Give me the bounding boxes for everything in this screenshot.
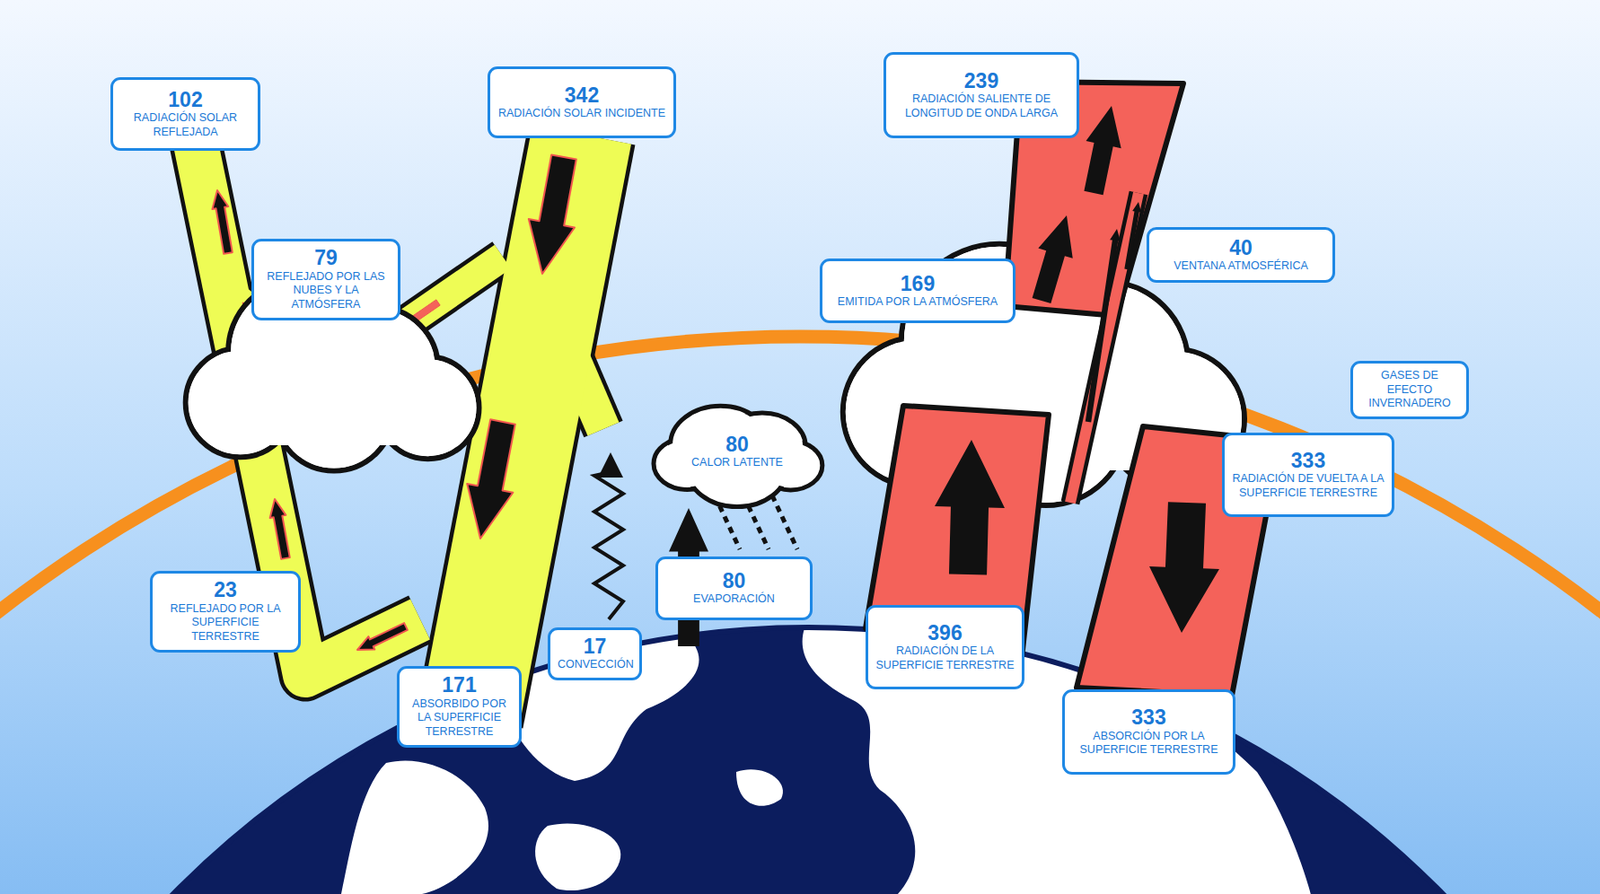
flow-arrow [934,439,1005,576]
flux-value: 80 [660,433,814,457]
incoming-solar-box: 342RADIACIÓN SOLAR INCIDENTE [487,66,677,139]
flux-label: ABSORCIÓN POR LA SUPERFICIE TERRESTRE [1072,729,1226,758]
longwave-bands [865,81,1281,696]
flux-value: 80 [665,570,803,593]
back-radiation-box: 333RADIACIÓN DE VUELTA A LA SUPERFICIE T… [1221,432,1395,518]
latent-heat-cloud: 80CALOR LATENTE [653,412,821,499]
flow-arrow [1085,228,1121,422]
evaporation-box: 80EVAPORACIÓN [655,556,813,621]
flux-label: RADIACIÓN SOLAR INCIDENTE [497,106,667,122]
flow-arrow [1032,215,1073,304]
flux-label: EMITIDA POR LA ATMÓSFERA [829,295,1006,310]
flow-arrow [357,623,408,651]
flow-arrow [466,419,516,539]
atmosphere-arc [0,336,1600,894]
flux-label: CALOR LATENTE [660,456,814,471]
flux-label: RADIACIÓN DE VUELTA A LA SUPERFICIE TERR… [1231,472,1385,501]
flux-label: CONVECCIÓN [557,658,633,673]
flux-value: 17 [557,635,633,659]
back-absorption-box: 333ABSORCIÓN POR LA SUPERFICIE TERRESTRE [1062,689,1236,775]
atmospheric-window-box: 40VENTANA ATMOSFÉRICA [1146,227,1336,283]
flux-value: 102 [120,88,251,112]
convection-box: 17CONVECCIÓN [547,627,642,681]
atmosphere-emission-box: 169EMITIDA POR LA ATMÓSFERA [819,258,1016,324]
flux-label: ABSORBIDO POR LA SUPERFICIE TERRESTRE [406,697,512,740]
flow-arrow [1124,202,1142,270]
flux-value: 40 [1156,237,1326,260]
flow-arrow [528,154,577,274]
flux-label: VENTANA ATMOSFÉRICA [1156,259,1326,274]
flux-value: 333 [1231,449,1385,473]
flux-label: REFLEJADO POR LAS NUBES Y LA ATMÓSFERA [261,270,391,313]
surface-absorption-box: 171ABSORBIDO POR LA SUPERFICIE TERRESTRE [396,666,522,748]
rain-lines [772,495,798,550]
convection-zigzag [594,472,624,620]
flux-label: RADIACIÓN SALIENTE DE LONGITUD DE ONDA L… [893,92,1070,121]
flux-value: 333 [1072,706,1226,730]
band-fill [1070,193,1139,503]
flow-arrow [1149,501,1220,633]
surface-radiation-box: 396RADIACIÓN DE LA SUPERFICIE TERRESTRE [865,605,1025,690]
flux-value: 169 [829,272,1006,296]
convection-head [597,452,624,478]
flux-label: REFLEJADO POR LA SUPERFICIE TERRESTRE [159,602,291,645]
flow-arrow [211,190,232,255]
cloud-reflection-box: 79REFLEJADO POR LAS NUBES Y LA ATMÓSFERA [251,238,401,321]
flux-value: 23 [159,579,291,602]
surface-reflection-box: 23REFLEJADO POR LA SUPERFICIE TERRESTRE [149,571,301,653]
flow-arrow [1083,105,1121,195]
node-label: GASES DE EFECTO INVERNADERO [1360,369,1460,412]
flux-value: 79 [261,246,391,270]
flux-label: EVAPORACIÓN [665,592,803,607]
earth [0,619,1600,894]
flux-value: 396 [875,622,1015,645]
flux-value: 239 [893,70,1070,93]
band-outline [1070,193,1139,503]
flow-arrow [270,499,291,560]
flux-value: 171 [406,674,512,697]
outgoing-longwave-box: 239RADIACIÓN SALIENTE DE LONGITUD DE OND… [883,52,1080,139]
reflected-solar-box: 102RADIACIÓN SOLAR REFLEJADA [110,77,261,151]
greenhouse-gas-label: GASES DE EFECTO INVERNADERO [1350,360,1469,420]
flux-label: RADIACIÓN SOLAR REFLEJADA [120,111,251,140]
flux-label: RADIACIÓN DE LA SUPERFICIE TERRESTRE [875,644,1015,673]
flux-value: 342 [497,84,667,107]
